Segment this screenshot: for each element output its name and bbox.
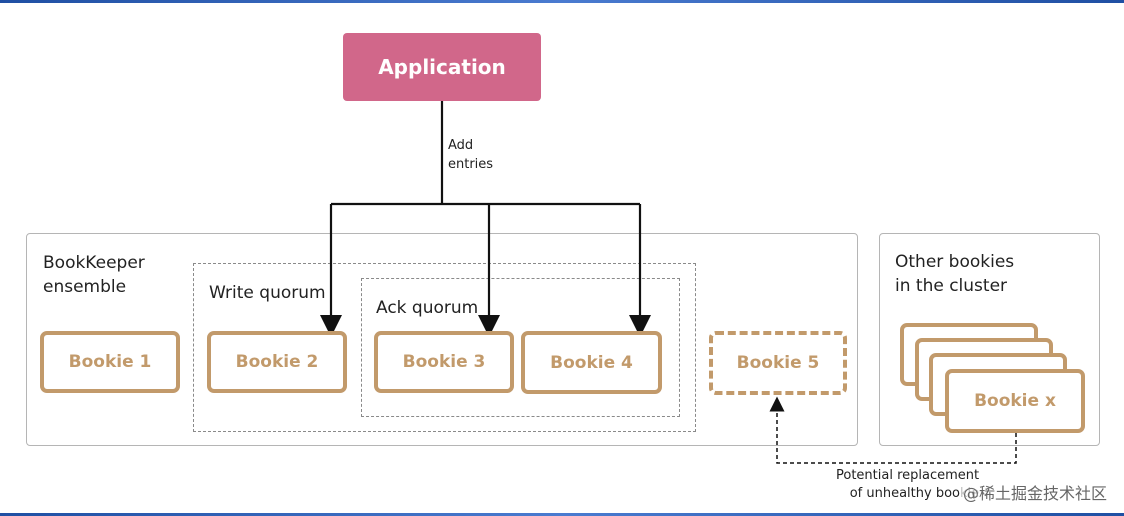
bookie-2-node: Bookie 2 (207, 331, 347, 393)
bookie-5-node: Bookie 5 (709, 331, 847, 395)
write-quorum-box (193, 263, 696, 432)
ensemble-title: BookKeeper ensemble (43, 253, 145, 297)
application-node: Application (343, 33, 541, 101)
bookie-4-node: Bookie 4 (521, 331, 662, 394)
write-quorum-label: Write quorum (209, 283, 326, 303)
watermark-text: @稀土掘金技术社区 (959, 480, 1110, 504)
bookie-x-node: Bookie x (945, 369, 1085, 433)
ack-quorum-box (361, 278, 680, 417)
top-border (0, 0, 1124, 3)
bookie-3-node: Bookie 3 (374, 331, 514, 393)
add-entries-label: Add entries (448, 138, 494, 172)
ack-quorum-label: Ack quorum (376, 298, 479, 318)
replacement-label: Potential replacement of unhealthy booki… (836, 468, 980, 501)
bookie-1-node: Bookie 1 (40, 331, 180, 393)
other-bookies-title: Other bookies in the cluster (895, 252, 1015, 296)
bottom-border (0, 513, 1124, 516)
